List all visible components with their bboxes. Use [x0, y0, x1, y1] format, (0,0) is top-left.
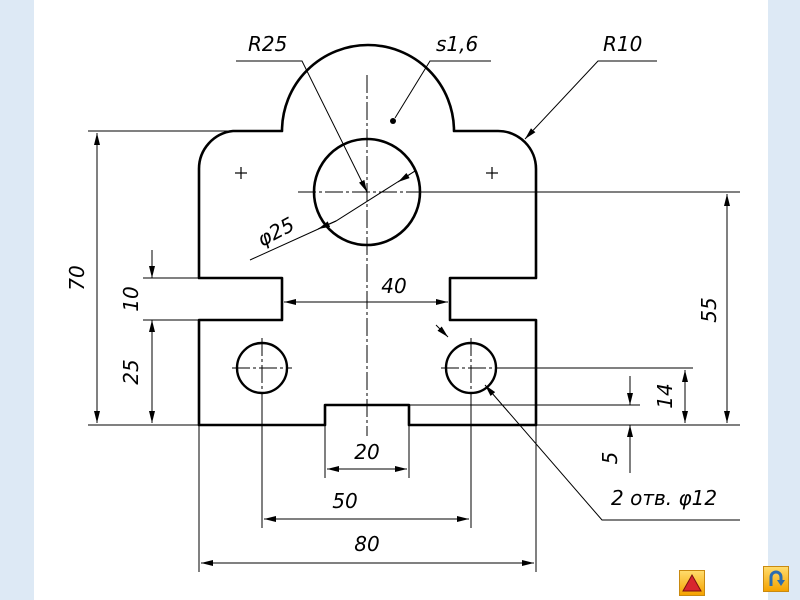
label-80: 80 [354, 532, 379, 556]
dimension-lines [94, 133, 730, 566]
previous-slide-button[interactable] [679, 570, 705, 596]
leader-dot [390, 118, 396, 124]
extension-lines [88, 130, 740, 572]
part-outline [197, 43, 538, 427]
label-holes: 2 отв. φ12 [611, 486, 717, 510]
center-lines [232, 75, 501, 436]
small-crosses [235, 167, 498, 179]
label-5: 5 [598, 452, 622, 465]
triangle-up-icon [682, 573, 702, 592]
label-r25: R25 [248, 32, 287, 56]
label-55: 55 [697, 297, 721, 322]
label-s16: s1,6 [436, 32, 478, 56]
label-50: 50 [332, 489, 357, 513]
label-d25: φ25 [253, 212, 298, 251]
return-button[interactable] [763, 566, 789, 592]
return-arrow-icon [769, 570, 785, 586]
label-70: 70 [65, 265, 89, 290]
label-40: 40 [381, 274, 406, 298]
label-r10: R10 [603, 32, 642, 56]
leader-lines [236, 60, 740, 521]
label-25: 25 [119, 359, 143, 384]
label-10: 10 [119, 286, 143, 311]
label-14: 14 [653, 383, 677, 408]
label-20: 20 [354, 440, 379, 464]
